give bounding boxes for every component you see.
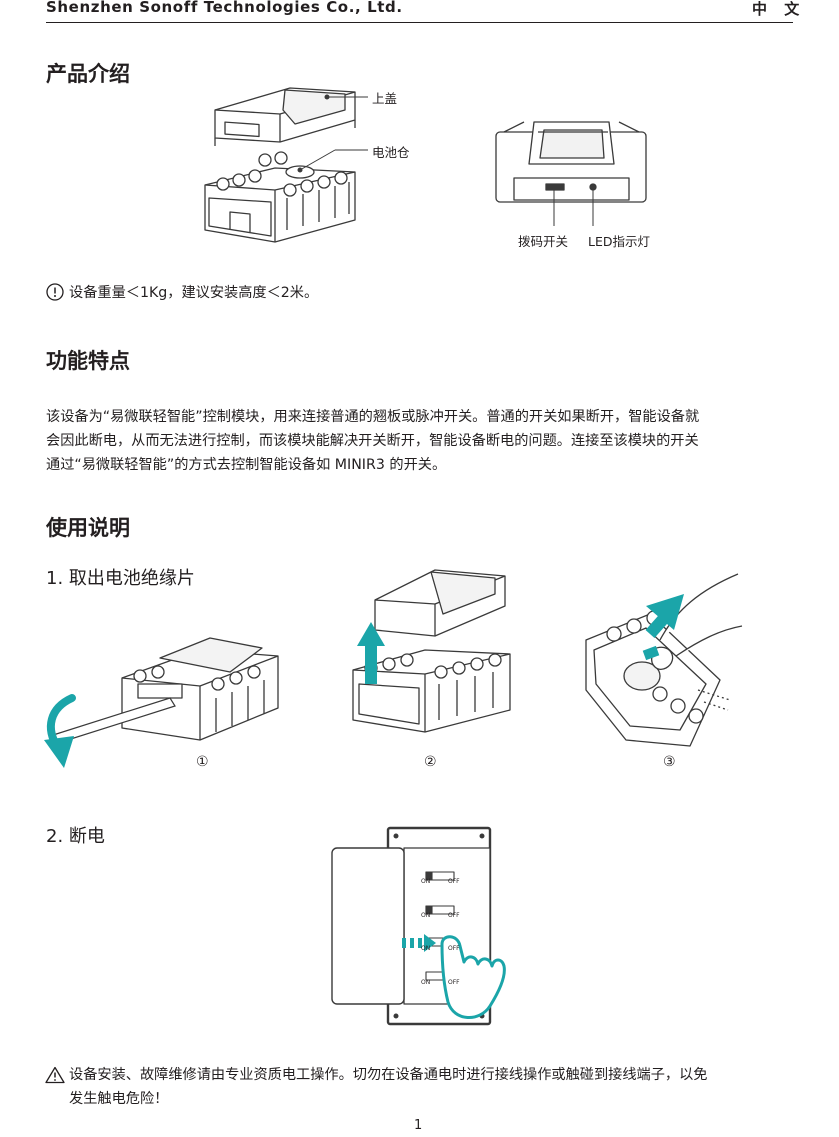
switch-4-off-label: OFF — [448, 979, 460, 986]
switch-2-off-label: OFF — [448, 912, 460, 919]
device-front-illustration — [495, 121, 647, 226]
warning-line-2: 发生触电危险！ — [69, 1091, 169, 1107]
switch-4-on-label: ON — [421, 979, 431, 986]
step1-image-remove-battery — [585, 573, 743, 747]
switch-2-on-label: ON — [421, 912, 431, 919]
language-label: 中 文 — [752, 0, 806, 18]
step1-marker-2: ② — [424, 754, 437, 770]
header-divider — [46, 22, 793, 23]
switch-3-off-label: OFF — [448, 945, 460, 952]
switch-3-on-label: ON — [421, 945, 431, 952]
page-number: 1 — [414, 1118, 423, 1133]
section-title-intro: 产品介绍 — [46, 62, 130, 86]
section-title-usage: 使用说明 — [46, 516, 130, 540]
label-top-cover: 上盖 — [372, 91, 398, 106]
device-exploded-illustration — [204, 87, 368, 243]
warning-triangle-icon — [45, 1066, 65, 1084]
step2-title: 2. 断电 — [46, 826, 105, 847]
label-led-indicator: LED指示灯 — [588, 234, 650, 249]
features-line-3: 通过“易微联轻智能”的方式去控制智能设备如 MINIR3 的开关。 — [46, 457, 447, 473]
features-line-2: 会因此断电，从而无法进行控制，而该模块能解决开关断开，智能设备断电的问题。连接至… — [46, 433, 699, 449]
warning-line-1: 设备安装、故障维修请由专业资质电工操作。切勿在设备通电时进行接线操作或触碰到接线… — [69, 1067, 708, 1083]
company-name: Shenzhen Sonoff Technologies Co., Ltd. — [46, 0, 403, 16]
section-title-features: 功能特点 — [46, 349, 130, 373]
weight-notice: 设备重量＜1Kg，建议安装高度＜2米。 — [69, 285, 319, 301]
features-line-1: 该设备为“易微联轻智能”控制模块，用来连接普通的翘板或脉冲开关。普通的开关如果断… — [46, 409, 700, 425]
step1-marker-1: ① — [196, 754, 209, 770]
label-battery-compartment: 电池仓 — [372, 145, 410, 160]
breaker-panel-illustration — [331, 826, 506, 1026]
switch-1-on-label: ON — [421, 878, 431, 885]
step1-title: 1. 取出电池绝缘片 — [46, 568, 195, 589]
step1-marker-3: ③ — [663, 754, 676, 770]
switch-1-off-label: OFF — [448, 878, 460, 885]
label-dip-switch: 拨码开关 — [518, 234, 569, 249]
step1-image-lift-cover — [352, 569, 511, 733]
info-circle-icon — [46, 283, 64, 301]
step1-image-pull-tab — [44, 637, 279, 768]
